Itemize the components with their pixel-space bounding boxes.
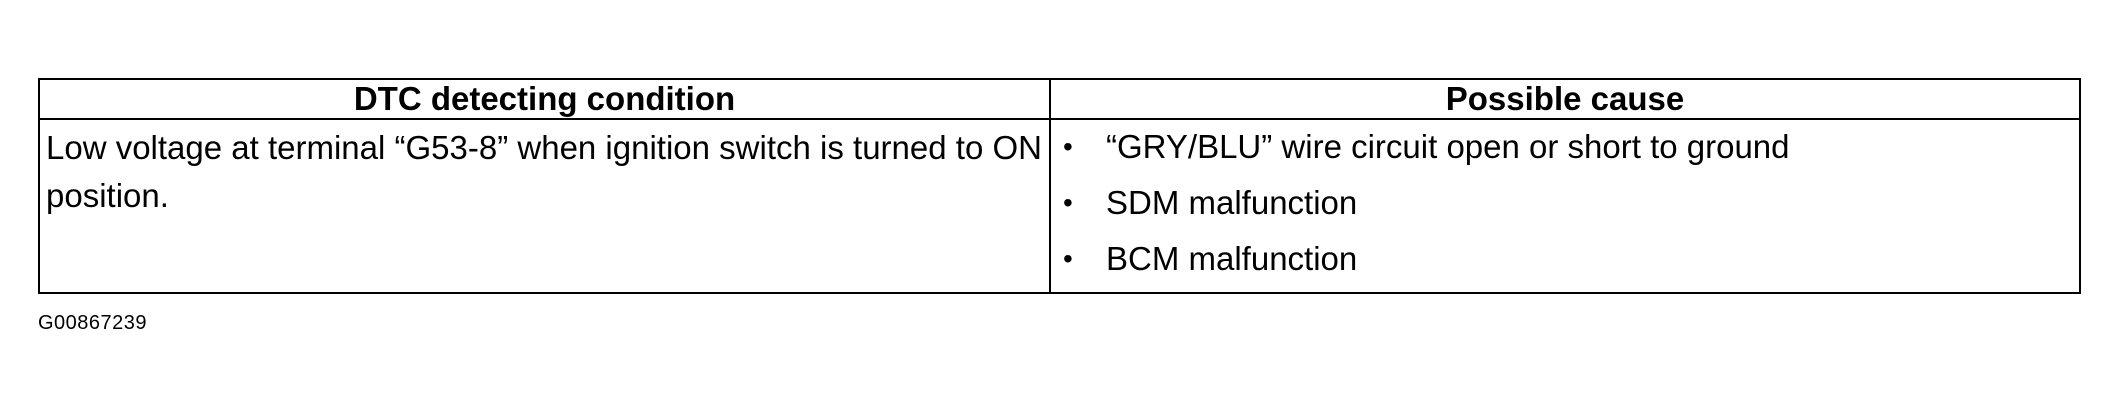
list-item: • SDM malfunction: [1051, 180, 2079, 236]
header-possible-cause: Possible cause: [1049, 78, 2081, 120]
table-header-row: DTC detecting condition Possible cause: [38, 78, 2081, 120]
condition-text: Low voltage at terminal “G53-8” when ign…: [46, 129, 1042, 214]
dtc-table: DTC detecting condition Possible cause L…: [38, 78, 2081, 294]
bullet-icon: •: [1063, 187, 1073, 218]
bullet-icon: •: [1063, 131, 1073, 162]
condition-cell: Low voltage at terminal “G53-8” when ign…: [38, 118, 1051, 294]
figure-id: G00867239: [38, 312, 148, 334]
table-row: Low voltage at terminal “G53-8” when ign…: [38, 118, 2081, 294]
list-item: • “GRY/BLU” wire circuit open or short t…: [1051, 124, 2079, 180]
list-item: • BCM malfunction: [1051, 236, 2079, 292]
bullet-icon: •: [1063, 243, 1073, 274]
cause-cell: • “GRY/BLU” wire circuit open or short t…: [1049, 118, 2081, 294]
cause-text: BCM malfunction: [1106, 240, 1358, 277]
cause-text: “GRY/BLU” wire circuit open or short to …: [1106, 128, 1790, 165]
header-dtc-detecting-condition: DTC detecting condition: [38, 78, 1051, 120]
cause-list: • “GRY/BLU” wire circuit open or short t…: [1051, 120, 2079, 292]
cause-text: SDM malfunction: [1106, 184, 1358, 221]
